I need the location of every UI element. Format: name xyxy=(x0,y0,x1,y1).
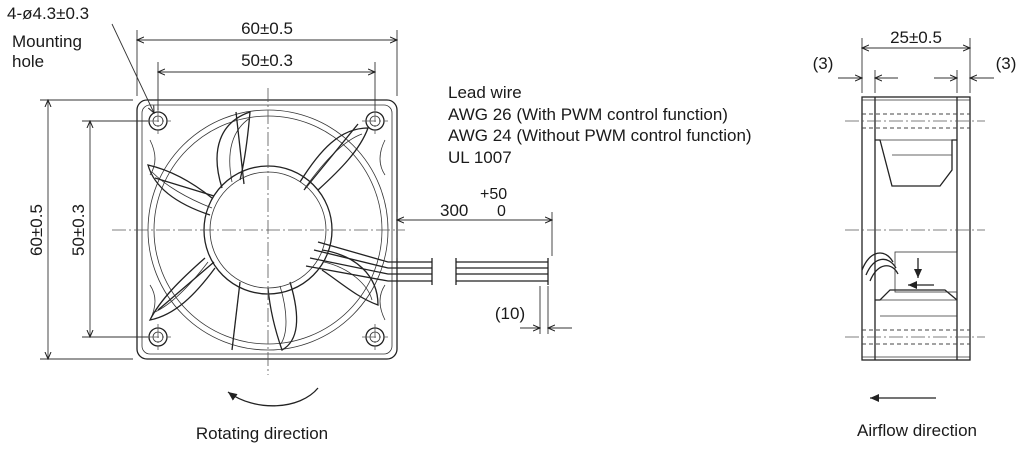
lead-wire-spec-3: UL 1007 xyxy=(448,148,512,167)
airflow-direction-label: Airflow direction xyxy=(857,421,977,440)
rotating-direction-label: Rotating direction xyxy=(196,424,328,443)
height-inner-label: 50±0.3 xyxy=(69,204,88,256)
fan-frame-inner-outline xyxy=(141,104,393,355)
lead-wire-bundle xyxy=(305,241,549,285)
mounting-hole-spec: 4-ø4.3±0.3 xyxy=(7,4,89,23)
lead-wire-title: Lead wire xyxy=(448,83,522,102)
width-inner-label: 50±0.3 xyxy=(241,51,293,70)
strip-length-label: (10) xyxy=(495,304,525,323)
mounting-hole-caption-line2: hole xyxy=(12,52,44,71)
flange-right-label: (3) xyxy=(996,54,1017,73)
lead-wire-spec-1: AWG 26 (With PWM control function) xyxy=(448,105,728,124)
flange-left-label: (3) xyxy=(813,54,834,73)
lead-wire-tol-plus: +50 xyxy=(480,186,507,203)
lead-wire-tol-minus: 0 xyxy=(497,203,506,220)
fan-frame-outline xyxy=(136,99,398,360)
depth-label: 25±0.5 xyxy=(890,28,942,47)
lead-wire-spec-2: AWG 24 (Without PWM control function) xyxy=(448,126,752,145)
lead-wire-spec: Lead wire AWG 26 (With PWM control funct… xyxy=(397,83,752,334)
front-view: 60±0.5 50±0.3 60±0.5 50±0.3 4-ø4.3±0.3 M… xyxy=(7,4,549,443)
side-view: 25±0.5 (3) (3) Airflow direction xyxy=(813,28,1017,440)
mounting-hole-caption-line1: Mounting xyxy=(12,32,82,51)
rotation-arrow-icon xyxy=(227,387,319,407)
height-outer-label: 60±0.5 xyxy=(27,204,46,256)
lead-wire-length: 300 xyxy=(440,201,468,220)
side-frame-outline xyxy=(861,96,971,361)
width-outer-label: 60±0.5 xyxy=(241,19,293,38)
